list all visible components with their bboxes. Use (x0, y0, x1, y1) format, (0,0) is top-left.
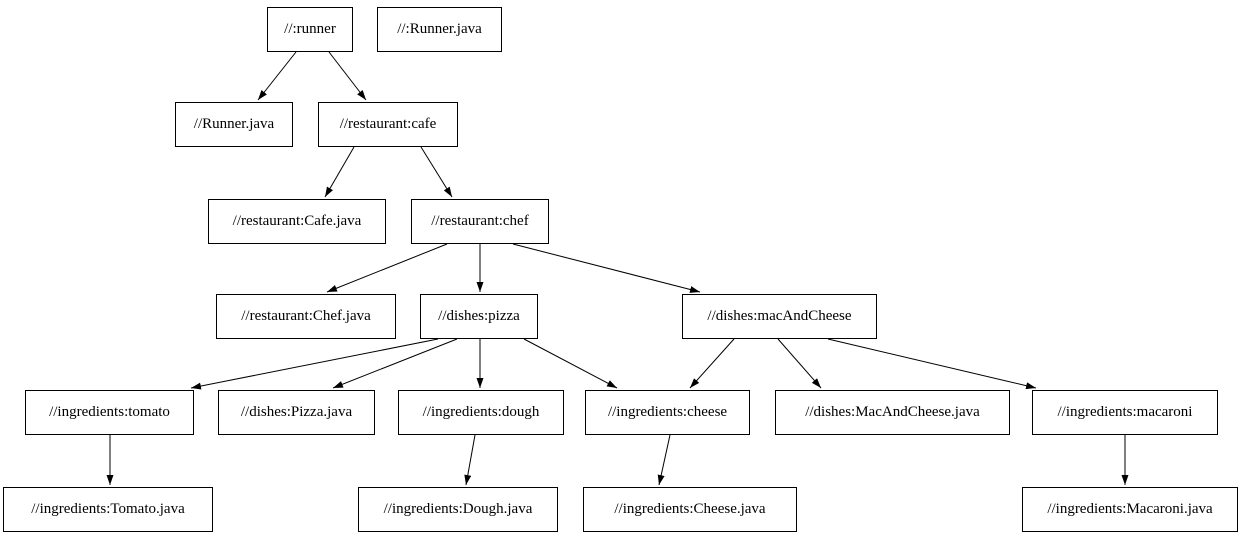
edge-pizza-to-pizza-java (332, 338, 458, 389)
edge-chef-to-macandcheese (512, 243, 701, 293)
edge-cafe-to-cafe-java (324, 146, 355, 198)
graph-node-macandcheese: //dishes:macAndCheese (682, 294, 877, 339)
graph-node-macandcheese-java: //dishes:MacAndCheese.java (775, 390, 1010, 435)
graph-node-tomato: //ingredients:tomato (25, 390, 194, 435)
graph-node-pizza: //dishes:pizza (420, 294, 538, 339)
graph-node-chef: //restaurant:chef (411, 199, 549, 244)
graph-node-pizza-java: //dishes:Pizza.java (218, 390, 375, 435)
graph-node-runner-java: //Runner.java (175, 102, 293, 147)
graph-node-root-runner-java: //:Runner.java (377, 7, 502, 52)
edge-pizza-to-cheese (523, 338, 618, 389)
edge-runner-to-cafe (328, 51, 367, 101)
edge-macandcheese-to-macandcheese-java (777, 338, 822, 389)
edge-pizza-to-tomato (190, 338, 439, 390)
edge-chef-to-chef-java (326, 243, 448, 293)
edge-dough-to-dough-java (464, 434, 476, 486)
graph-node-chef-java: //restaurant:Chef.java (216, 294, 396, 339)
edge-macandcheese-to-macaroni (827, 338, 1037, 390)
graph-node-macaroni-java: //ingredients:Macaroni.java (1022, 487, 1238, 532)
graph-node-tomato-java: //ingredients:Tomato.java (3, 487, 213, 532)
graph-node-macaroni: //ingredients:macaroni (1032, 390, 1218, 435)
graph-node-cheese-java: //ingredients:Cheese.java (583, 487, 797, 532)
graph-node-cafe: //restaurant:cafe (318, 102, 458, 147)
graph-node-cafe-java: //restaurant:Cafe.java (208, 199, 386, 244)
graph-node-cheese: //ingredients:cheese (585, 390, 750, 435)
edge-cheese-to-cheese-java (657, 434, 671, 486)
graph-node-runner: //:runner (267, 7, 353, 52)
graph-node-dough-java: //ingredients:Dough.java (358, 487, 558, 532)
edge-cafe-to-chef (420, 146, 453, 198)
graph-node-dough: //ingredients:dough (398, 390, 564, 435)
edge-runner-to-runner-java (257, 51, 297, 101)
edge-macandcheese-to-cheese (689, 338, 735, 389)
